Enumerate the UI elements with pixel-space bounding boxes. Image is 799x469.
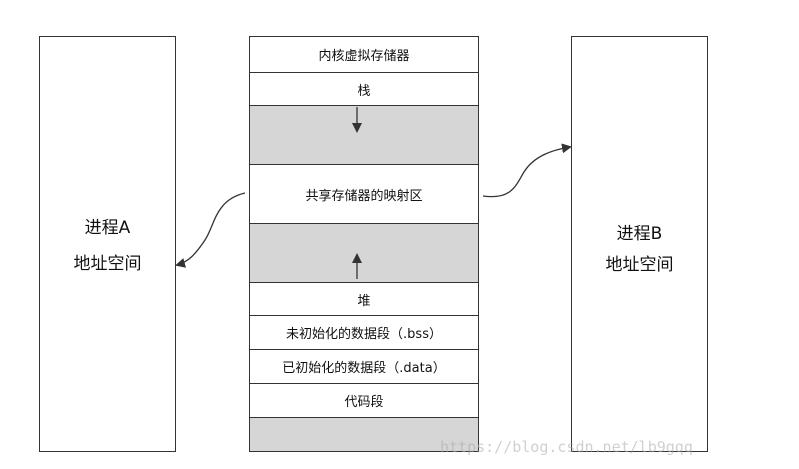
memory-layout: 内核虚拟存储器 栈 共享存储器的映射区 堆 未初始化的数据段（.bss） 已初始… (249, 36, 479, 452)
mapping-arrow-to-process-b (482, 143, 572, 198)
segment-heap: 堆 (250, 282, 478, 315)
process-b-box: 进程B 地址空间 (571, 36, 708, 452)
process-b-title: 进程B (616, 224, 663, 244)
process-a-title: 进程A (84, 218, 131, 238)
segment-free-upper (250, 105, 478, 164)
process-a-box: 进程A 地址空间 (39, 36, 176, 452)
segment-stack: 栈 (250, 72, 478, 105)
segment-data: 已初始化的数据段（.data） (250, 349, 478, 383)
segment-free-lower (250, 223, 478, 282)
segment-bottom-reserved (250, 417, 478, 451)
mapping-arrow-to-process-a (175, 192, 246, 268)
segment-shared-memory-mapping: 共享存储器的映射区 (250, 164, 478, 223)
segment-code: 代码段 (250, 383, 478, 417)
watermark: https://blog.csdn.net/lb9gqq (440, 438, 693, 456)
segment-kernel-virtual-memory: 内核虚拟存储器 (250, 37, 478, 72)
segment-bss: 未初始化的数据段（.bss） (250, 315, 478, 349)
process-a-subtitle: 地址空间 (73, 254, 142, 274)
process-b-subtitle: 地址空间 (605, 255, 674, 275)
